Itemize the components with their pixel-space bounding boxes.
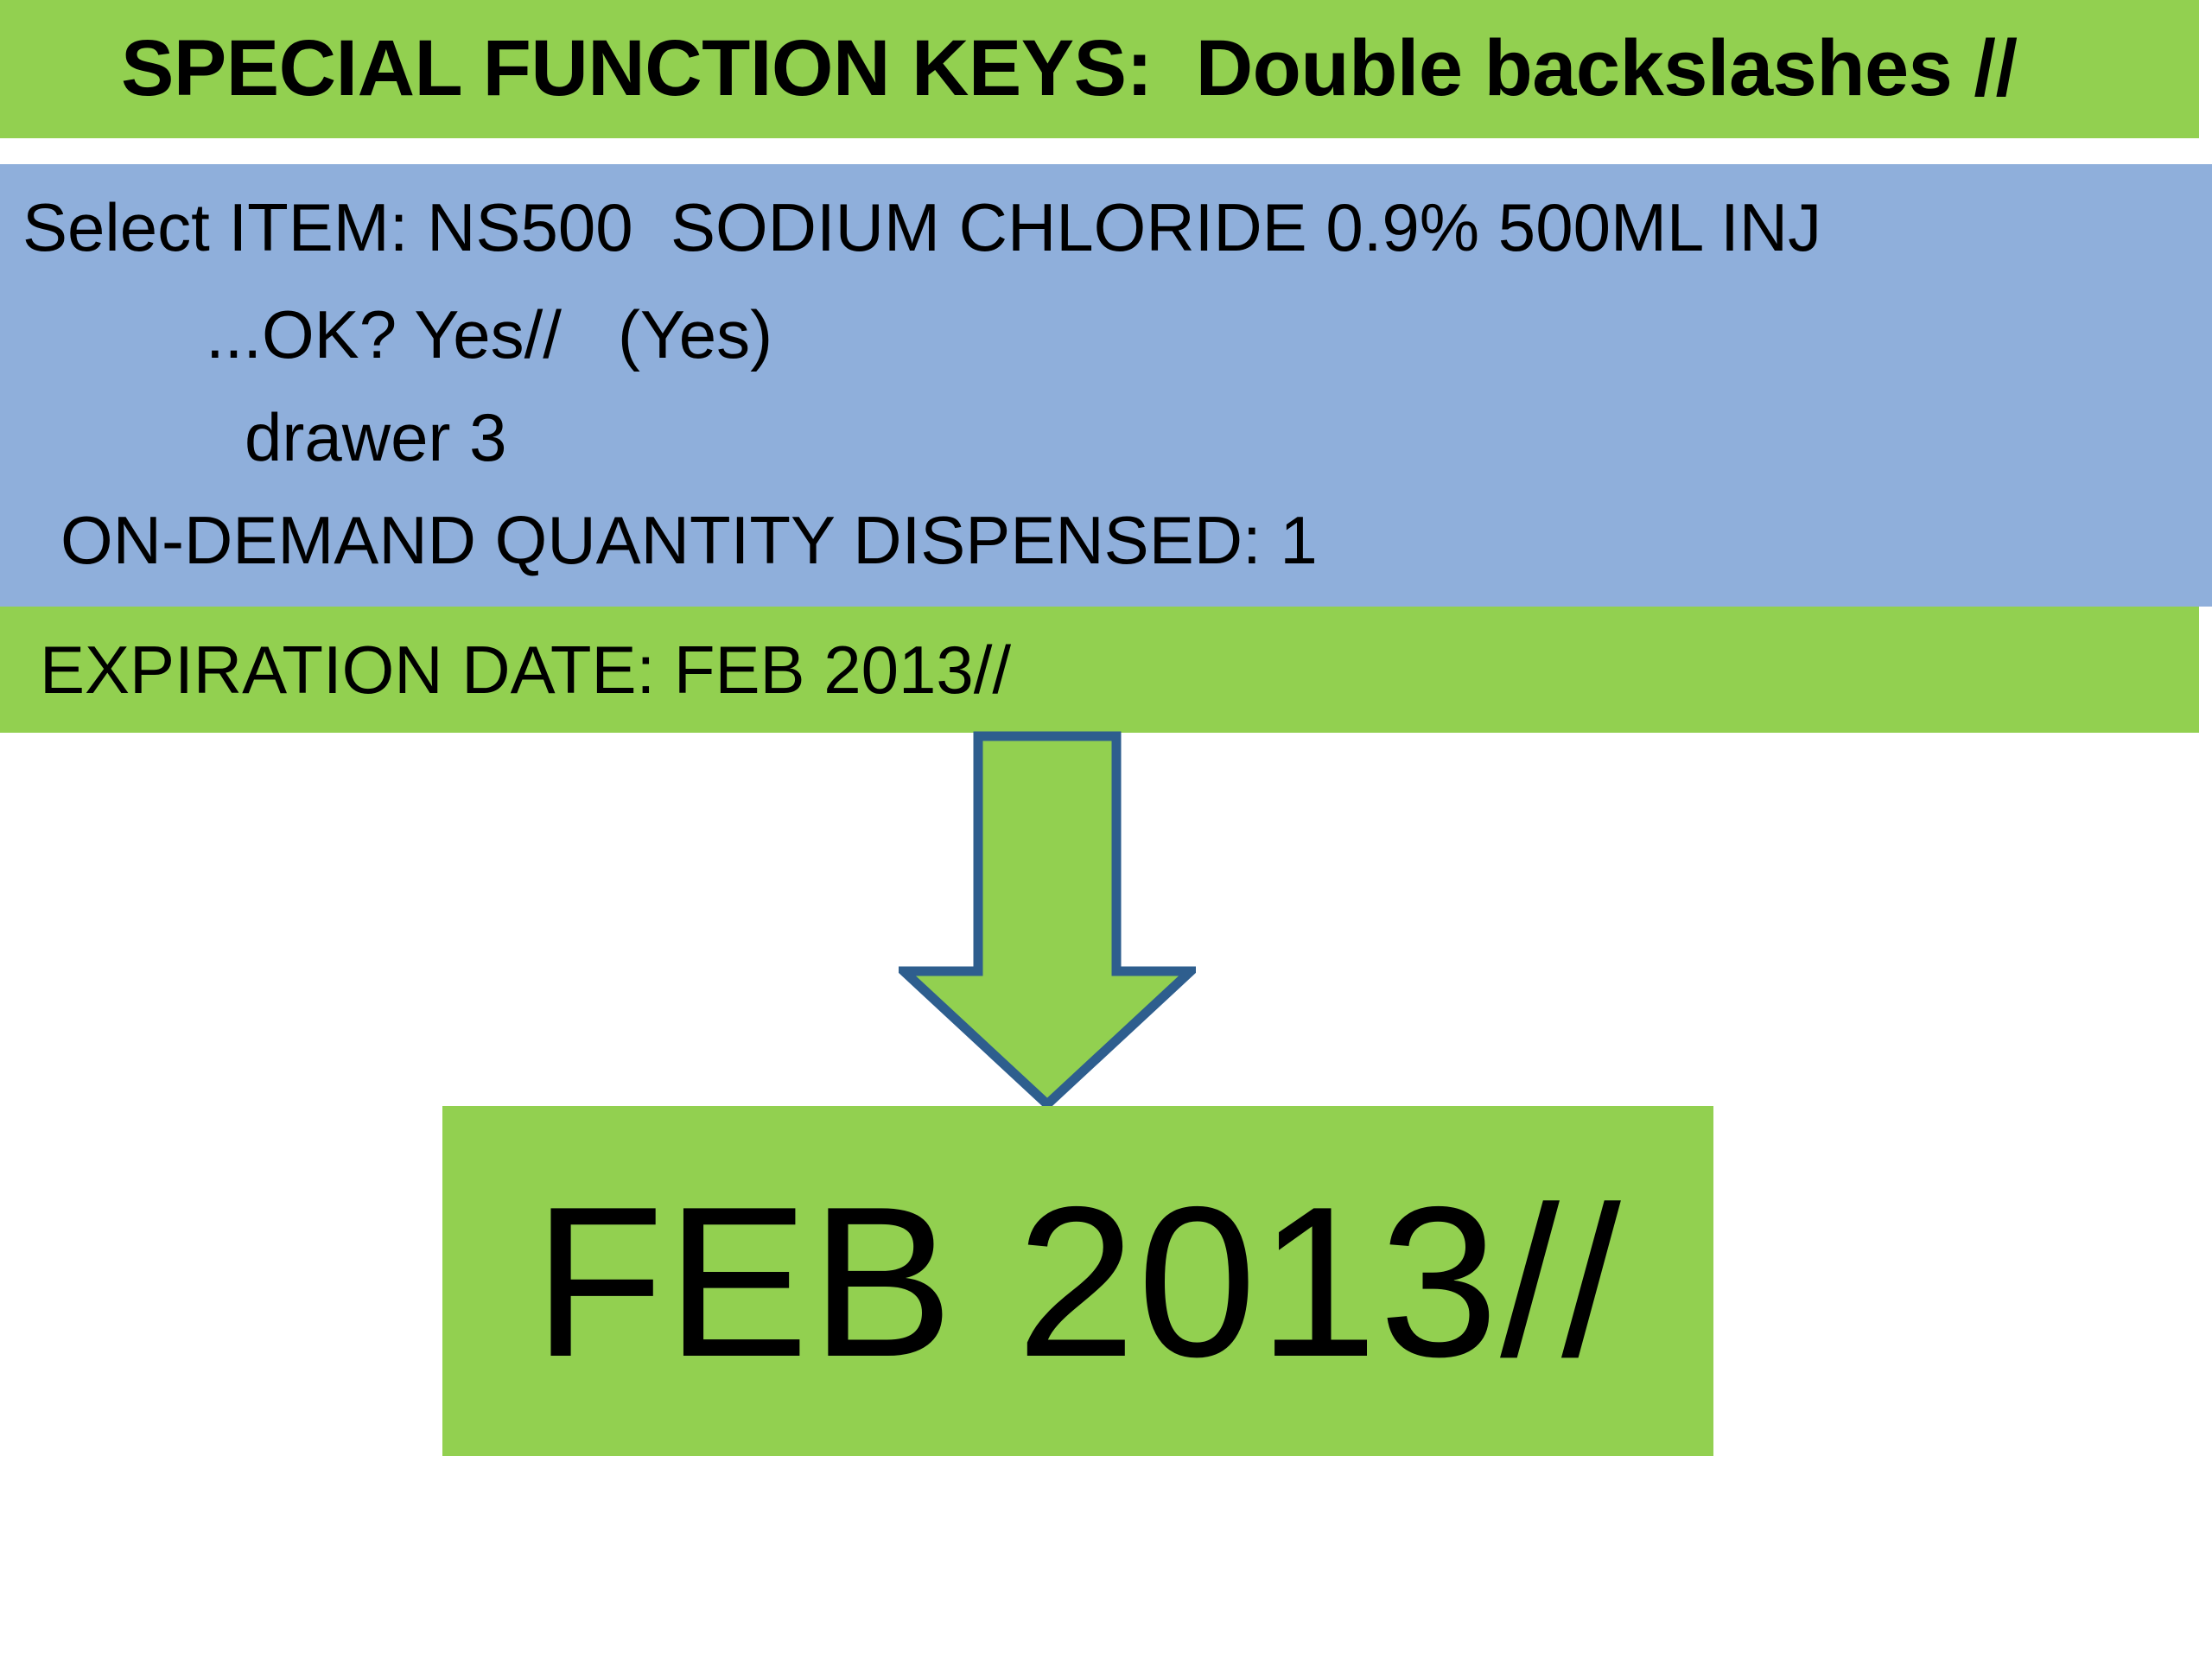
page-title: SPECIAL FUNCTION KEYS: Double backslashe… xyxy=(121,23,2018,112)
down-arrow-polygon xyxy=(899,731,1196,1111)
down-arrow-shape xyxy=(899,731,1196,1111)
expiration-date-band: EXPIRATION DATE: FEB 2013// xyxy=(0,607,2199,733)
console-line-quantity-dispensed: ON-DEMAND QUANTITY DISPENSED: 1 xyxy=(60,502,1318,578)
result-expiration-value: FEB 2013// xyxy=(533,1160,1623,1402)
console-line-select-item: Select ITEM: NS500 SODIUM CHLORIDE 0.9% … xyxy=(22,189,1822,265)
console-line-ok-prompt: ...OK? Yes// (Yes) xyxy=(206,296,773,372)
result-callout-box: FEB 2013// xyxy=(442,1106,1713,1456)
expiration-date-text: EXPIRATION DATE: FEB 2013// xyxy=(40,631,1012,708)
console-panel: Select ITEM: NS500 SODIUM CHLORIDE 0.9% … xyxy=(0,164,2212,607)
down-arrow-icon xyxy=(899,731,1196,1111)
title-band: SPECIAL FUNCTION KEYS: Double backslashe… xyxy=(0,0,2199,138)
console-line-drawer: drawer 3 xyxy=(245,399,507,475)
